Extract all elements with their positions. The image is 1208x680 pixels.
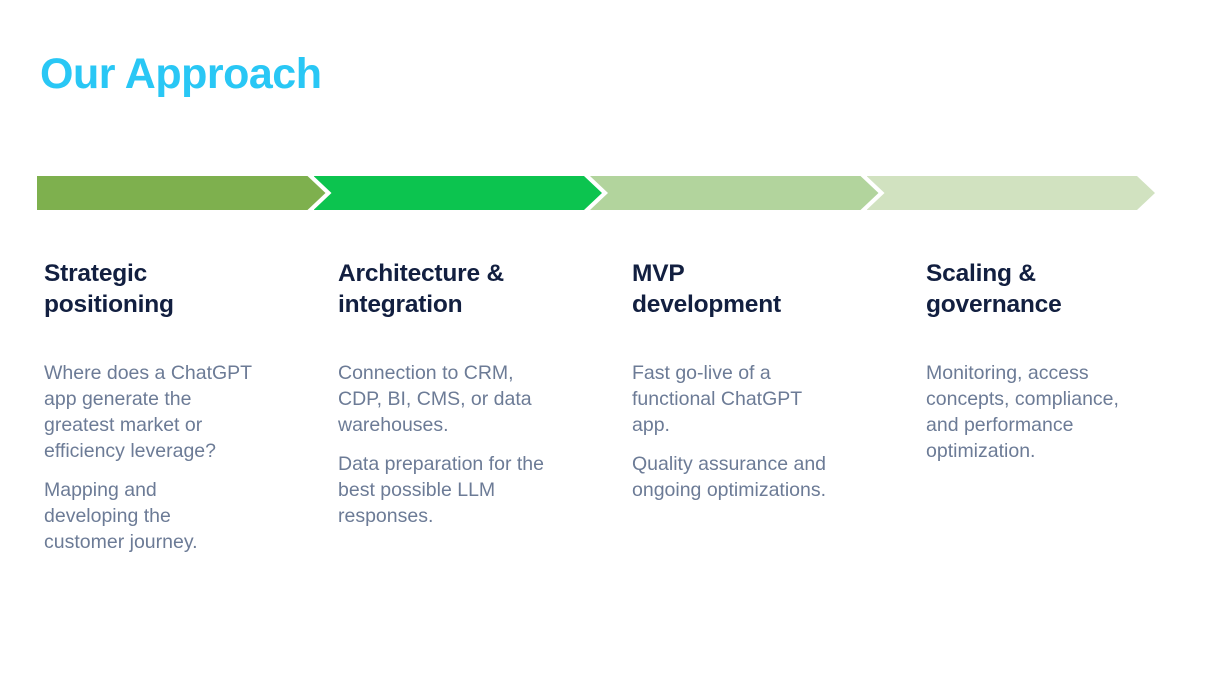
step-heading: Scaling & governance — [926, 260, 1062, 318]
arrow-segment-strategic-positioning — [37, 176, 326, 210]
arrow-segment-scaling-governance — [867, 176, 1156, 210]
arrow-segment-mvp-development — [590, 176, 879, 210]
step-paragraph: Data preparation for the best possible L… — [338, 453, 544, 527]
arrow-segment-architecture-integration — [314, 176, 603, 210]
step-heading: Strategic positioning — [44, 260, 174, 318]
step-paragraph: Monitoring, access concepts, compliance,… — [926, 362, 1119, 462]
step-column-mvp-development: MVP development Fast go-live of a functi… — [632, 258, 884, 568]
slide-title: Our Approach — [40, 50, 322, 98]
step-paragraph: Quality assurance and ongoing optimizati… — [632, 453, 827, 501]
step-heading: Architecture & integration — [338, 260, 505, 318]
process-arrow-bar — [37, 176, 1155, 210]
step-column-strategic-positioning: Strategic positioning Where does a ChatG… — [44, 258, 296, 568]
step-paragraph: Fast go-live of a functional ChatGPT app… — [632, 362, 803, 436]
step-paragraph: Mapping and developing the customer jour… — [44, 479, 198, 553]
step-column-scaling-governance: Scaling & governance Monitoring, access … — [926, 258, 1178, 568]
step-heading: MVP development — [632, 260, 781, 318]
step-paragraph: Connection to CRM, CDP, BI, CMS, or data… — [338, 362, 532, 436]
step-paragraph: Where does a ChatGPT app generate the gr… — [44, 362, 253, 462]
step-column-architecture-integration: Architecture & integration Connection to… — [338, 258, 590, 568]
steps-row: Strategic positioning Where does a ChatG… — [44, 258, 1178, 568]
